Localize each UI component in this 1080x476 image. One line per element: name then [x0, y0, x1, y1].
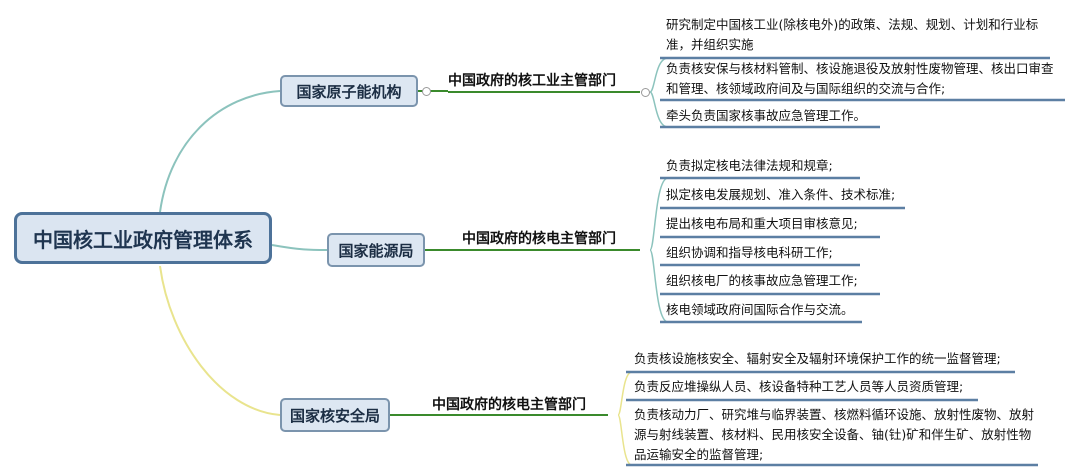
list-item: 组织核电厂的核事故应急管理工作;	[666, 273, 858, 288]
node-atomic-energy-authority[interactable]: 国家原子能机构	[280, 75, 418, 107]
list-item: 拟定核电发展规划、准入条件、技术标准;	[666, 187, 896, 202]
list-item: 核电领域政府间国际合作与交流。	[666, 302, 854, 317]
list-item: 负责核安保与核材料管制、核设施退役及放射性废物管理、核出口审查和管理、核领域政府…	[666, 61, 1054, 96]
role-label-2: 中国政府的核电主管部门	[462, 231, 616, 247]
bracket-3	[617, 371, 633, 466]
list-item: 负责拟定核电法律法规和规章;	[666, 158, 833, 173]
role-label-3: 中国政府的核电主管部门	[432, 397, 586, 413]
connector-root-b3	[159, 265, 281, 416]
node-nuclear-safety-administration[interactable]: 国家核安全局	[280, 398, 390, 432]
collapse-toggle-icon[interactable]	[422, 87, 431, 96]
list-item: 提出核电布局和重大项目审核意见;	[666, 216, 858, 231]
collapse-toggle-icon[interactable]	[641, 88, 650, 97]
node-energy-administration[interactable]: 国家能源局	[327, 233, 425, 267]
list-item: 研究制定中国核工业(除核电外)的政策、法规、规划、计划和行业标准，并组织实施	[666, 17, 1039, 52]
role-label-1: 中国政府的核工业主管部门	[448, 73, 616, 89]
list-item: 负责核设施核安全、辐射安全及辐射环境保护工作的统一监督管理;	[634, 351, 1001, 366]
bracket-2	[649, 177, 669, 323]
list-item: 组织协调和指导核电科研工作;	[666, 245, 833, 260]
list-item: 牵头负责国家核事故应急管理工作。	[666, 108, 867, 123]
connector-root-b2	[271, 244, 328, 251]
list-item: 负责反应堆操纵人员、核设备特种工艺人员等人员资质管理;	[634, 379, 964, 394]
underline-role-1	[418, 90, 640, 93]
connector-root-b1	[159, 90, 281, 213]
list-item: 负责核动力厂、研究堆与临界装置、核燃料循环设施、放射性废物、放射源与射线装置、核…	[634, 407, 1035, 462]
root-node[interactable]: 中国核工业政府管理体系	[14, 212, 272, 264]
